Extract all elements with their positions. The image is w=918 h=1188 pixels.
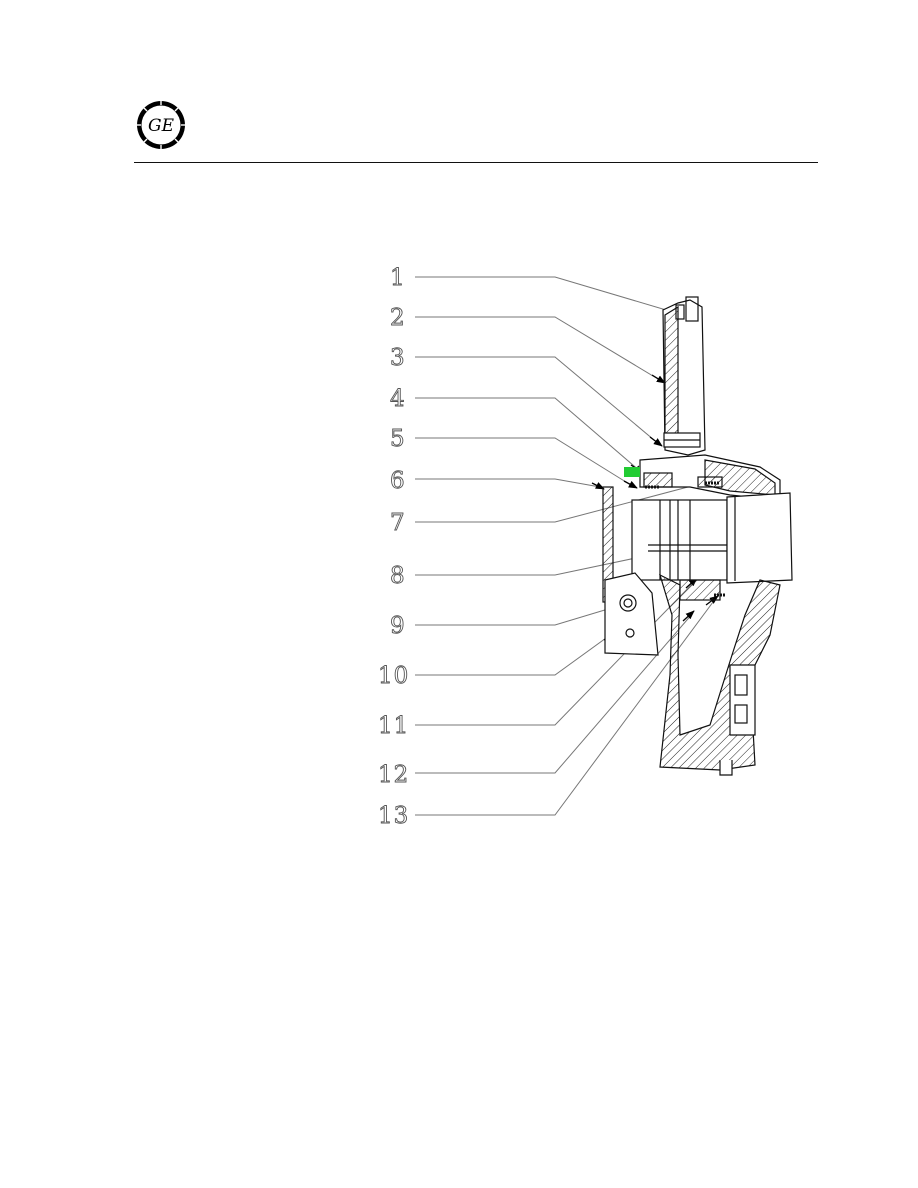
callout-11: 11 [378, 713, 409, 739]
leader-4 [415, 398, 641, 472]
callout-4: 4 [390, 386, 406, 412]
callout-labels: 1 2 3 4 5 6 7 8 9 10 11 12 13 [378, 265, 409, 829]
leader-10 [415, 633, 613, 675]
logo-lettering: GE [148, 116, 175, 136]
assembly-diagram: 1 2 3 4 5 6 7 8 9 10 11 12 13 [360, 255, 830, 845]
callout-12: 12 [378, 762, 409, 788]
leader-5 [415, 438, 634, 487]
assembly-body [603, 297, 792, 775]
callout-5: 5 [390, 426, 406, 452]
leader-3 [415, 357, 660, 445]
ge-monogram-icon: GE [136, 100, 186, 150]
callout-2: 2 [390, 305, 406, 331]
seal-highlight [624, 467, 640, 477]
callout-1: 1 [390, 265, 406, 291]
callout-3: 3 [390, 345, 406, 371]
leader-1 [415, 277, 683, 315]
ge-logo: GE [136, 100, 186, 150]
callout-7: 7 [390, 510, 406, 536]
callout-9: 9 [390, 613, 406, 639]
callout-6: 6 [390, 468, 406, 494]
leader-2 [415, 317, 663, 382]
callout-10: 10 [378, 663, 409, 689]
leader-6 [415, 479, 600, 487]
callout-8: 8 [390, 563, 406, 589]
cross-section-drawing: 1 2 3 4 5 6 7 8 9 10 11 12 13 [360, 255, 830, 845]
header-divider [134, 162, 818, 163]
leader-9 [415, 603, 628, 625]
callout-13: 13 [378, 803, 409, 829]
